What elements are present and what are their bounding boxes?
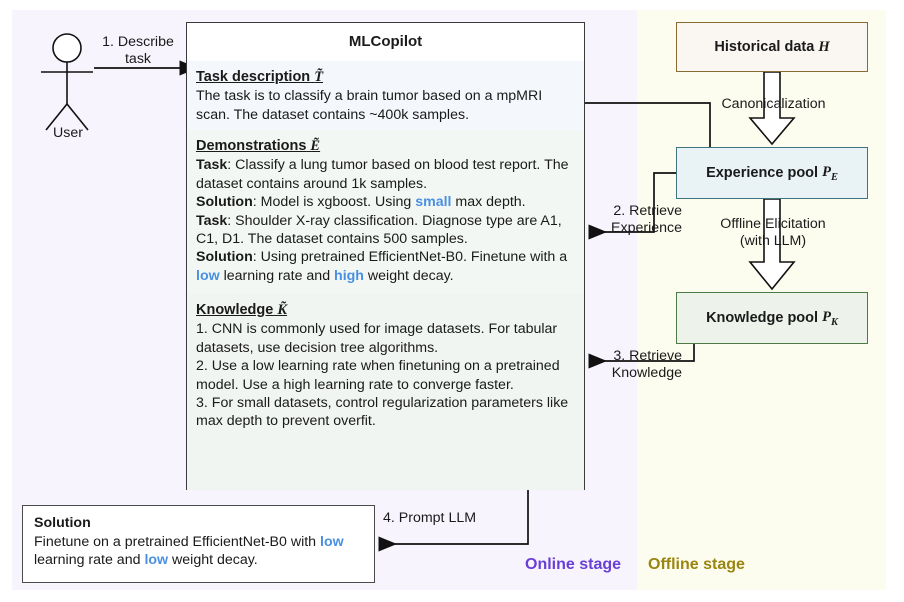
task-description-section: Task description T̃ The task is to class… <box>187 61 584 130</box>
solution-highlight-1: low <box>320 533 344 550</box>
user-label: User <box>53 125 83 141</box>
demo-2-post: max depth. <box>451 194 526 211</box>
solution-mid: learning rate and <box>34 552 145 569</box>
step2-line2: Experience <box>611 220 682 236</box>
solution-body: Finetune on a pretrained EfficientNet-B0… <box>34 533 363 570</box>
canonicalization-label: Canonicalization <box>721 96 826 112</box>
demo-line-3: Task: Shoulder X-ray classification. Dia… <box>196 212 575 249</box>
task-description-symbol: T̃ <box>314 69 324 85</box>
knowledge-symbol: K̃ <box>277 302 288 318</box>
demo-1-text: : Classify a lung tumor based on blood t… <box>196 157 569 192</box>
mlcopilot-title: MLCopilot <box>187 23 584 61</box>
solution-pre: Finetune on a pretrained EfficientNet-B0… <box>34 533 321 550</box>
online-stage-label: Online stage <box>525 556 622 573</box>
demo-2-highlight: small <box>415 194 452 211</box>
demo-4-highlight-1: low <box>196 267 220 284</box>
step2-line1: 2. Retrieve <box>613 203 682 219</box>
offline-elicitation-label: Offline Elicitation (with LLM) <box>678 216 868 250</box>
experience-pool-label: Experience pool PE <box>677 148 867 198</box>
step4-label: 4. Prompt LLM <box>383 510 477 526</box>
step3-line2: Knowledge <box>611 365 682 381</box>
solution-title: Solution <box>34 515 91 531</box>
step1-line1: 1. Describe <box>102 34 174 50</box>
demo-2-label: Solution <box>196 194 253 211</box>
knowledge-item-3: 3. For small datasets, control regulariz… <box>196 395 569 430</box>
experience-pool-box: Experience pool PE <box>676 147 868 199</box>
task-description-heading: Task description T̃ <box>196 68 575 87</box>
knowledge-item-1: 1. CNN is commonly used for image datase… <box>196 321 558 356</box>
knowledge-pool-symbol: P <box>822 308 831 325</box>
historical-data-symbol: H <box>818 38 830 55</box>
knowledge-pool-box: Knowledge pool PK <box>676 292 868 344</box>
demonstrations-heading-text: Demonstrations <box>196 138 307 154</box>
experience-pool-text: Experience pool <box>706 165 819 181</box>
demonstrations-section: Demonstrations Ẽ Task: Classify a lung … <box>187 130 584 294</box>
knowledge-pool-label: Knowledge pool PK <box>677 293 867 343</box>
experience-pool-subscript: E <box>830 171 838 183</box>
demo-3-label: Task <box>196 212 228 229</box>
demo-1-label: Task <box>196 157 228 174</box>
knowledge-pool-text: Knowledge pool <box>706 310 819 326</box>
step3-line1: 3. Retrieve <box>613 348 682 364</box>
mlcopilot-box: MLCopilot Task description T̃ The task i… <box>186 22 585 490</box>
experience-pool-symbol: P <box>822 163 831 180</box>
demo-4-pre: : Using pretrained EfficientNet-B0. Fine… <box>252 249 568 266</box>
demonstrations-symbol: Ẽ <box>310 138 321 154</box>
knowledge-item-2: 2. Use a low learning rate when finetuni… <box>196 358 560 393</box>
historical-data-text: Historical data <box>714 39 815 55</box>
step2-label: 2. Retrieve Experience <box>590 203 682 237</box>
offline-stage-label: Offline stage <box>648 556 745 573</box>
demo-line-2: Solution: Model is xgboost. Using small … <box>196 193 575 211</box>
demo-line-4: Solution: Using pretrained EfficientNet-… <box>196 248 575 285</box>
step1-label: 1. Describe task <box>88 34 188 68</box>
historical-data-label: Historical data H <box>677 23 867 71</box>
knowledge-heading: Knowledge K̃ <box>196 301 575 320</box>
solution-highlight-2: low <box>144 552 169 569</box>
knowledge-pool-subscript: K <box>830 316 838 328</box>
demo-4-highlight-2: high <box>334 267 364 284</box>
offline-elicitation-line2: (with LLM) <box>739 233 807 249</box>
demonstrations-heading: Demonstrations Ẽ <box>196 137 575 156</box>
knowledge-heading-text: Knowledge <box>196 302 274 318</box>
solution-box: Solution Finetune on a pretrained Effici… <box>22 505 375 583</box>
solution-post: weight decay. <box>168 552 258 569</box>
demo-4-mid: learning rate and <box>219 267 335 284</box>
task-description-body: The task is to classify a brain tumor ba… <box>196 88 543 123</box>
demo-3-text: : Shoulder X-ray classification. Diagnos… <box>196 212 562 248</box>
demo-line-1: Task: Classify a lung tumor based on blo… <box>196 156 575 193</box>
knowledge-section: Knowledge K̃ 1. CNN is commonly used for… <box>187 294 584 490</box>
step1-line2: task <box>124 51 152 67</box>
demo-2-pre: : Model is xgboost. Using <box>252 194 416 211</box>
offline-elicitation-line1: Offline Elicitation <box>720 216 826 232</box>
demo-4-label: Solution <box>196 249 253 266</box>
task-description-heading-text: Task description <box>196 69 311 85</box>
demo-4-post: weight decay. <box>363 267 454 284</box>
historical-data-box: Historical data H <box>676 22 868 72</box>
step3-label: 3. Retrieve Knowledge <box>590 348 682 382</box>
